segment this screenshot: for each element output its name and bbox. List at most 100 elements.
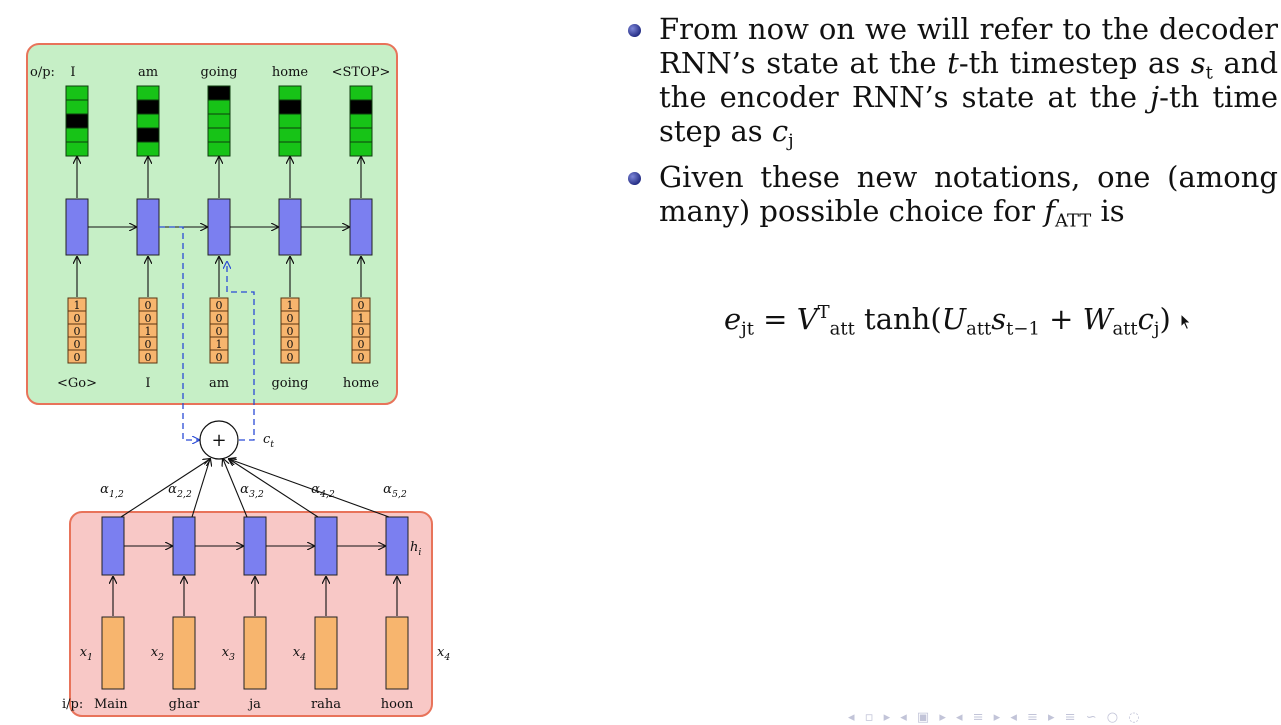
onehot-cell	[351, 349, 371, 364]
math-symbol: c	[771, 114, 789, 148]
onehot-cell	[138, 349, 158, 364]
text-run: =	[753, 302, 797, 336]
encoder-x-label-0-sub: 1	[87, 652, 93, 663]
decoder-input-word-1: I	[145, 376, 150, 391]
encoder-input-vector	[385, 616, 409, 690]
alpha-label-4: α5,2	[383, 482, 407, 500]
alpha-label-2: α3,2	[240, 482, 264, 500]
mouse-pointer-icon	[1180, 313, 1192, 331]
output-prob-cell	[136, 113, 160, 129]
encoder-x-label-0: x1	[80, 645, 93, 663]
math-symbol: s	[1190, 46, 1206, 80]
encoder-x-label-3-sub: 4	[299, 652, 306, 663]
encoder-x-label-1-main: x	[151, 645, 159, 660]
encoder-word-2: ja	[247, 697, 261, 712]
onehot-digit: 0	[358, 325, 365, 338]
math-symbol: j	[1150, 80, 1160, 114]
output-prob-cell	[207, 113, 231, 129]
onehot-digit: 0	[145, 312, 152, 325]
onehot-cell	[209, 349, 229, 364]
text-run: tanh(	[854, 302, 942, 336]
output-word-3: home	[272, 65, 309, 80]
output-prob-cell	[136, 85, 160, 101]
text-run: From now on we will refer to the decoder…	[659, 12, 1278, 80]
alpha-label-1: α2,2	[168, 482, 192, 500]
text-run: and the encoder RNN’s state at the	[659, 46, 1279, 114]
onehot-cell	[67, 349, 87, 364]
alpha-label-2-main: α	[240, 482, 249, 497]
text-run: Given these new notations, one (among ma…	[659, 160, 1278, 228]
context-label-sub: t	[270, 439, 274, 450]
text-run: -th timestep as	[958, 46, 1191, 80]
onehot-digit: 0	[358, 351, 365, 364]
decoder-input-word-0: <Go>	[57, 376, 97, 391]
hidden-state-label: hi	[410, 540, 421, 558]
math-symbol: t	[947, 46, 959, 80]
onehot-digit: 0	[287, 338, 294, 351]
alpha-label-1-main: α	[168, 482, 177, 497]
alpha-label-3-main: α	[311, 482, 320, 497]
decoder-rnn-cell	[278, 198, 302, 256]
decoder-rnn-cell	[207, 198, 231, 256]
encoder-rnn-cell	[385, 516, 409, 576]
bullet-dot-icon	[628, 172, 641, 185]
onehot-digit: 0	[74, 351, 81, 364]
output-prob-cell	[136, 141, 160, 157]
bullet-text: Given these new notations, one (among ma…	[659, 160, 1278, 230]
decoder-input-word-4: home	[343, 376, 380, 391]
math-symbol: t	[1205, 62, 1213, 84]
alpha-label-0-sub: 1,2	[109, 489, 124, 500]
onehot-digit: 0	[216, 312, 223, 325]
output-prob-cell	[207, 99, 231, 115]
attention-weight-arrow	[229, 459, 390, 518]
onehot-digit: 0	[74, 338, 81, 351]
math-symbol: s	[991, 302, 1007, 336]
encoder-panel	[69, 511, 433, 717]
context-label-main: c	[263, 432, 271, 447]
decoder-rnn-cell	[349, 198, 373, 256]
encoder-word-3: raha	[311, 697, 341, 712]
math-symbol: att	[829, 318, 855, 340]
alpha-label-1-sub: 2,2	[176, 489, 192, 500]
output-prob-cell	[65, 141, 89, 157]
output-prob-cell	[207, 85, 231, 101]
alpha-label-3: α4,2	[311, 482, 335, 500]
encoder-x-right-label: x4	[437, 645, 450, 663]
attention-weight-arrow	[223, 459, 248, 518]
output-prob-cell	[65, 85, 89, 101]
attention-diagram: o/p:I10000<Go>am00100Igoing00010amhome10…	[26, 43, 450, 717]
math-symbol: V	[796, 302, 818, 336]
encoder-input-vector	[243, 616, 267, 690]
math-symbol: f	[1044, 194, 1055, 228]
output-prob-cell	[278, 85, 302, 101]
context-label: ct	[263, 432, 274, 450]
attention-weight-arrow	[120, 459, 210, 518]
beamer-navigation-bar[interactable]: ◂ ▫ ▸ ◂ ▣ ▸ ◂ ≡ ▸ ◂ ≡ ▸ ≡ ∽ ○ ◌	[848, 710, 1143, 725]
onehot-digit: 0	[145, 299, 152, 312]
onehot-digit: 1	[358, 312, 365, 325]
onehot-digit: 1	[287, 299, 294, 312]
output-prob-cell	[278, 113, 302, 129]
encoder-x-label-1: x2	[151, 645, 164, 663]
attention-score-equation: ejt = VTatt tanh(Uattst−1 + Wattcj)	[724, 302, 1171, 340]
onehot-digit: 0	[216, 299, 223, 312]
output-prob-cell	[65, 99, 89, 115]
math-symbol: U	[941, 302, 967, 336]
onehot-digit: 0	[216, 351, 223, 364]
bullet-text: From now on we will refer to the decoder…	[659, 12, 1279, 150]
encoder-x-label-2-sub: 3	[229, 652, 235, 663]
encoder-rnn-cell	[243, 516, 267, 576]
math-symbol: j	[1153, 318, 1160, 340]
decoder-rnn-cell	[136, 198, 160, 256]
onehot-digit: 0	[216, 325, 223, 338]
hidden-state-label-main: h	[410, 540, 418, 555]
math-symbol: att	[1112, 318, 1138, 340]
encoder-input-vector	[101, 616, 125, 690]
attention-weight-arrow	[229, 459, 319, 518]
math-symbol: e	[724, 302, 742, 336]
context-dashed-path	[227, 262, 255, 441]
encoder-x-label-2-main: x	[222, 645, 230, 660]
onehot-digit: 0	[287, 351, 294, 364]
onehot-digit: 0	[74, 312, 81, 325]
onehot-digit: 0	[145, 338, 152, 351]
